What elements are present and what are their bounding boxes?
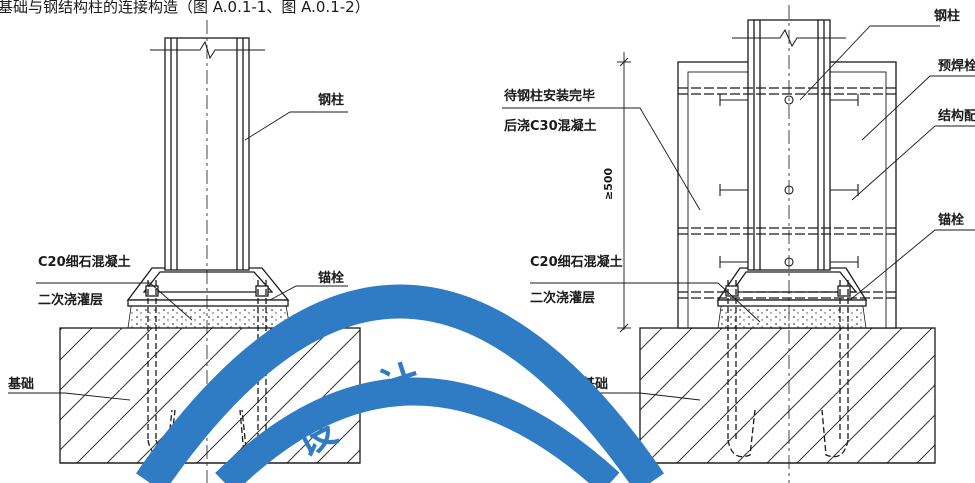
right-studs [719, 94, 859, 268]
right-anchor-bolt-2 [821, 280, 851, 458]
left-base-plate [127, 299, 289, 307]
page-title: 基础与钢结构柱的连接构造（图 A.0.1-1、图 A.0.1-2） [0, 0, 370, 16]
right-label-pour-line-2: 后浇C30混凝土 [504, 118, 597, 134]
right-label-embedded-stud: 预焊栓 [938, 58, 975, 74]
right-label-secondary-grout: 二次浇灌层 [530, 290, 595, 306]
left-steel-column-leader [244, 111, 348, 141]
right-dimension-line [617, 52, 631, 333]
right-label-pour-line-1: 待钢柱安装完毕 [503, 88, 595, 104]
left-label-secondary-grout: 二次浇灌层 [38, 292, 103, 308]
left-drawing [8, 20, 361, 483]
left-label-foundation: 基础 [7, 376, 34, 392]
right-label-structural-rebar: 结构配 [938, 108, 975, 124]
right-base-plate [717, 299, 867, 307]
left-label-steel-column: 钢柱 [318, 92, 344, 108]
right-foundation-block [639, 327, 936, 464]
right-dimension-label: ≥500 [602, 167, 615, 200]
left-label-anchor-bolt: 锚栓 [318, 270, 344, 286]
watermark-inner-arc [215, 377, 620, 483]
right-label-steel-column: 钢柱 [934, 8, 960, 24]
right-drawing [502, 5, 975, 483]
left-label-grout-concrete: C20细石混凝土 [38, 254, 131, 270]
right-label-anchor-bolt: 锚栓 [938, 212, 964, 228]
watermark-outer-arc [136, 284, 664, 483]
right-label-grout-concrete: C20细石混凝土 [530, 254, 623, 270]
